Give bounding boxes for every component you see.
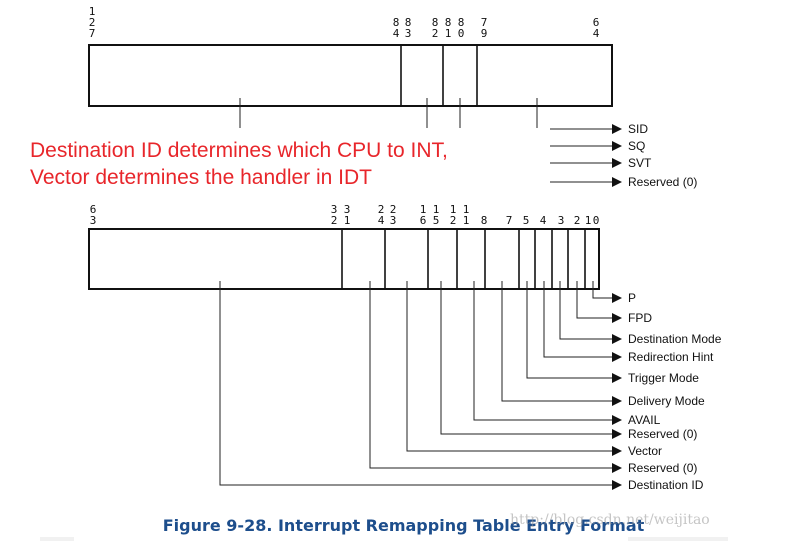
bit-number: 7 [481,16,488,29]
bit-number: 8 [458,16,465,29]
bit-number: 1 [463,214,470,227]
bit-number: 1 [445,27,452,40]
arrow-head-icon [612,352,622,362]
arrow-head-icon [612,415,622,425]
footer-bar [40,537,74,541]
leader-line [526,281,612,379]
field-label: Delivery Mode [628,394,705,408]
arrow-head-icon [612,141,622,151]
field-label: Destination Mode [628,332,722,346]
bit-number: 1 [344,214,351,227]
bit-number: 5 [433,214,440,227]
bit-number: 8 [432,16,439,29]
field-label: Reserved (0) [628,461,697,475]
bit-number: 1 [450,203,457,216]
field-label: SVT [628,156,652,170]
arrow-head-icon [612,429,622,439]
arrow-head-icon [612,480,622,490]
field-label: Destination ID [628,478,704,492]
leader-line [473,281,612,421]
bit-number: 1 [585,214,592,227]
bit-number: 3 [558,214,565,227]
bit-number: 3 [344,203,351,216]
leader-line [440,281,612,435]
bit-number: 3 [405,27,412,40]
bit-number: 4 [378,214,385,227]
leader-line [406,281,612,452]
arrow-head-icon [612,158,622,168]
arrow-head-icon [612,124,622,134]
leader-line [543,281,612,358]
leader-line [501,281,612,402]
field-label: SID [628,122,648,136]
bit-number: 2 [450,214,457,227]
field-label: Vector [628,444,662,458]
bit-number: 4 [393,27,400,40]
figure-caption: Figure 9-28. Interrupt Remapping Table E… [162,516,645,535]
arrow-head-icon [612,463,622,473]
field-label: SQ [628,139,645,153]
bit-number: 4 [540,214,547,227]
bit-number: 7 [89,27,96,40]
bit-number: 2 [432,27,439,40]
arrow-head-icon [612,446,622,456]
bit-number: 2 [390,203,397,216]
field-label: Reserved (0) [628,175,697,189]
top-register-box [88,44,613,107]
bit-number: 2 [89,16,96,29]
bit-number: 6 [593,16,600,29]
leader-line [219,281,612,486]
bit-number: 3 [331,203,338,216]
bit-number: 3 [90,214,97,227]
bit-number: 8 [445,16,452,29]
bit-number: 1 [420,203,427,216]
annotation-line-2: Vector determines the handler in IDT [30,166,373,189]
footer-bar [628,537,728,541]
bit-number: 5 [523,214,530,227]
field-label: P [628,291,636,305]
field-label: AVAIL [628,413,661,427]
bit-number: 4 [593,27,600,40]
bottom-register-box [88,228,600,290]
bit-number: 8 [481,214,488,227]
arrow-head-icon [612,334,622,344]
bit-number: 8 [393,16,400,29]
field-label: Reserved (0) [628,427,697,441]
bit-number: 9 [481,27,488,40]
leader-line [369,281,612,469]
arrow-head-icon [612,293,622,303]
field-label: Trigger Mode [628,371,699,385]
annotation: Destination ID determines which CPU to I… [30,137,448,191]
bit-number: 1 [433,203,440,216]
leader-line [559,281,612,340]
bit-number: 0 [458,27,465,40]
arrow-head-icon [612,396,622,406]
arrow-head-icon [612,313,622,323]
bit-number: 1 [89,5,96,18]
leader-line [592,281,612,299]
bit-number: 8 [405,16,412,29]
annotation-line-1: Destination ID determines which CPU to I… [30,139,448,162]
bit-number: 7 [506,214,513,227]
bit-number: 2 [378,203,385,216]
arrow-head-icon [612,177,622,187]
bit-number: 1 [463,203,470,216]
bit-number: 3 [390,214,397,227]
watermark: http://blog.csdn.net/weijitao [510,512,710,528]
bit-number: 6 [90,203,97,216]
arrow-head-icon [612,373,622,383]
field-label: Redirection Hint [628,350,714,364]
bit-number: 2 [574,214,581,227]
bit-number: 0 [593,214,600,227]
bit-number: 2 [331,214,338,227]
leader-line [576,281,612,319]
bit-number: 6 [420,214,427,227]
field-label: FPD [628,311,652,325]
